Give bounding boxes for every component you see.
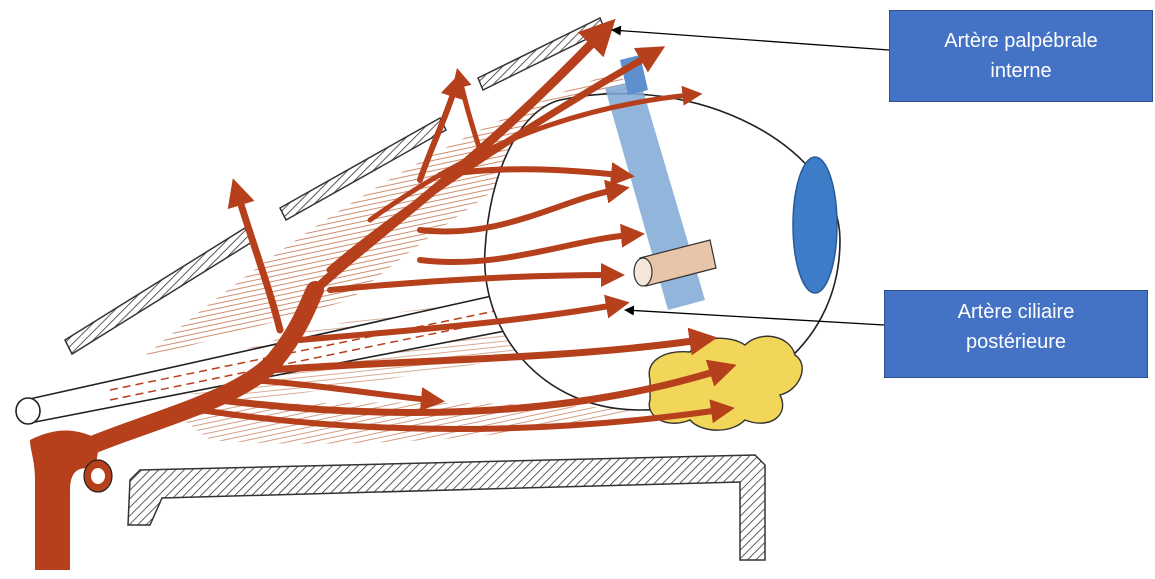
label-palpebral-line2: interne xyxy=(990,56,1051,86)
label-internal-palpebral-artery: Artère palpébrale interne xyxy=(889,10,1153,102)
palpebral-pointer xyxy=(612,30,889,50)
label-palpebral-line1: Artère palpébrale xyxy=(944,26,1097,56)
cornea xyxy=(793,157,837,293)
label-ciliary-line2: postérieure xyxy=(966,327,1066,357)
label-posterior-ciliary-artery: Artère ciliaire postérieure xyxy=(884,290,1148,378)
orbital-floor xyxy=(128,455,765,560)
label-ciliary-line1: Artère ciliaire xyxy=(958,297,1075,327)
